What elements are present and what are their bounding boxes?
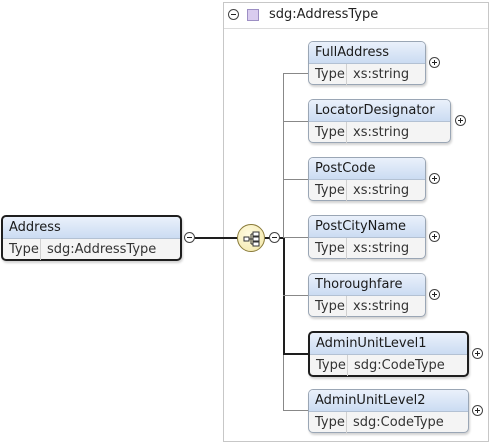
child-element[interactable]: FullAddress Type xs:string <box>308 41 426 85</box>
child-element-name: PostCode <box>309 158 425 180</box>
child-type-value: sdg:CodeType <box>354 358 445 373</box>
child-type-value: sdg:CodeType <box>353 415 444 430</box>
child-element-name: AdminUnitLevel2 <box>309 390 468 412</box>
expand-icon[interactable] <box>472 348 483 359</box>
child-element-name: Thoroughfare <box>309 274 425 296</box>
root-element-name: Address <box>3 217 180 239</box>
child-type-label: Type <box>309 122 347 143</box>
child-element[interactable]: AdminUnitLevel1 Type sdg:CodeType <box>308 331 469 377</box>
complex-type-title: sdg:AddressType <box>269 7 379 22</box>
branch-thoroughfare <box>283 295 308 296</box>
child-element[interactable]: PostCityName Type xs:string <box>308 215 426 259</box>
child-element-name: PostCityName <box>309 216 425 238</box>
child-type-value: xs:string <box>353 67 410 82</box>
child-element-name: AdminUnitLevel1 <box>310 333 467 355</box>
root-element-type-row: Type sdg:AddressType <box>3 239 180 260</box>
branch-fulladdress <box>283 73 308 74</box>
complex-type-header: sdg:AddressType <box>224 3 488 29</box>
branch-adminunitlevel2 <box>283 393 284 411</box>
branch-locatordesignator <box>283 121 308 122</box>
root-type-label: Type <box>3 239 41 260</box>
expand-icon[interactable] <box>429 231 440 242</box>
child-element-type-row: Type sdg:CodeType <box>309 412 468 433</box>
sequence-connector <box>265 237 270 239</box>
expand-icon[interactable] <box>472 405 483 416</box>
child-element[interactable]: LocatorDesignator Type xs:string <box>308 99 451 143</box>
child-type-label: Type <box>309 296 347 317</box>
root-connector <box>195 237 237 239</box>
sequence-compositor-icon[interactable] <box>237 224 265 252</box>
child-element[interactable]: AdminUnitLevel2 Type sdg:CodeType <box>308 389 469 433</box>
child-element-type-row: Type xs:string <box>309 122 450 143</box>
child-element-name: LocatorDesignator <box>309 100 450 122</box>
children-trunk <box>283 73 284 393</box>
child-element-type-row: Type xs:string <box>309 238 425 259</box>
collapse-icon[interactable] <box>184 232 195 243</box>
branch-postcityname <box>283 237 308 238</box>
expand-icon[interactable] <box>429 57 440 68</box>
child-type-value: xs:string <box>353 299 410 314</box>
child-type-label: Type <box>309 180 347 201</box>
child-element-type-row: Type xs:string <box>309 180 425 201</box>
branch-postcode <box>283 179 308 180</box>
collapse-icon[interactable] <box>269 232 280 243</box>
child-element-type-row: Type xs:string <box>309 296 425 317</box>
child-element-type-row: Type sdg:CodeType <box>310 355 467 376</box>
sequence-out-connector <box>279 237 284 239</box>
expand-icon[interactable] <box>429 173 440 184</box>
bold-trunk <box>283 238 285 354</box>
child-element[interactable]: PostCode Type xs:string <box>308 157 426 201</box>
collapse-icon[interactable] <box>228 9 239 20</box>
child-type-label: Type <box>309 238 347 259</box>
child-type-value: xs:string <box>353 125 410 140</box>
root-element[interactable]: Address Type sdg:AddressType <box>1 215 182 261</box>
child-type-label: Type <box>309 412 347 433</box>
expand-icon[interactable] <box>455 115 466 126</box>
expand-icon[interactable] <box>429 289 440 300</box>
complex-type-icon <box>247 9 259 21</box>
child-type-label: Type <box>309 64 347 85</box>
child-type-label: Type <box>310 355 348 376</box>
branch-adminunitlevel1 <box>283 353 308 355</box>
sequence-glyph-icon <box>243 231 260 247</box>
child-type-value: xs:string <box>353 183 410 198</box>
root-type-value: sdg:AddressType <box>47 242 157 257</box>
child-element[interactable]: Thoroughfare Type xs:string <box>308 273 426 317</box>
child-type-value: xs:string <box>353 241 410 256</box>
child-element-name: FullAddress <box>309 42 425 64</box>
child-element-type-row: Type xs:string <box>309 64 425 85</box>
branch-adminunitlevel2-h <box>283 410 308 411</box>
